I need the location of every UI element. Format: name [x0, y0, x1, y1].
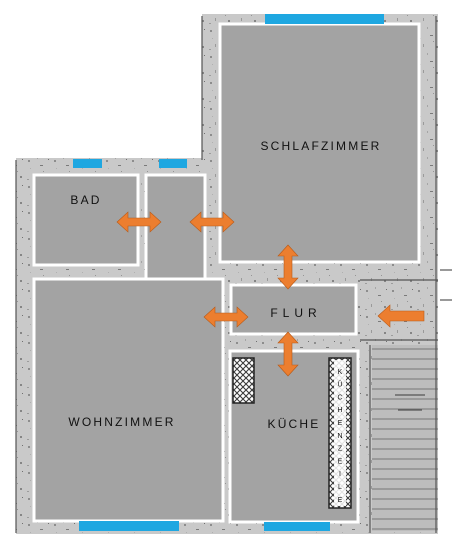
entrance-arrow-icon [377, 304, 425, 328]
room-wohnzimmer [32, 277, 225, 523]
window-kueche [264, 522, 330, 531]
kuechenzeile-letter: Ü [337, 381, 342, 389]
double-arrow-icon [277, 331, 299, 377]
kuechenzeile-letter: E [338, 420, 343, 427]
label-schlafzimmer: SCHLAFZIMMER [260, 139, 381, 153]
double-arrow-icon [203, 306, 249, 328]
kuechenzeile-letter: N [337, 433, 342, 440]
kuechenzeile-letter: H [337, 407, 342, 414]
kuechenzeile-letter: Z [338, 446, 343, 453]
kuechenzeile-letter: C [337, 394, 342, 401]
kuechenzeile-letter: L [338, 484, 342, 491]
label-bad: BAD [70, 193, 101, 207]
label-kueche: KÜCHE [267, 417, 320, 431]
double-arrow-icon [116, 211, 162, 233]
room-flur [229, 283, 358, 336]
room-schlafzimmer [218, 22, 421, 264]
double-arrow-icon [277, 244, 299, 290]
kuechenzeile-letter: I [339, 471, 341, 478]
door-arrows [116, 211, 425, 377]
window-bad [73, 159, 102, 168]
window-wohnzimmer [79, 521, 179, 531]
kuechenzeile-letter: E [338, 497, 343, 504]
scan-lines [15, 16, 452, 533]
kitchen-counter-label-backing [334, 360, 346, 506]
kitchen-cabinet [232, 357, 255, 404]
kuechenzeile-letter: E [338, 458, 343, 465]
double-arrow-icon [189, 211, 235, 233]
stair-area [372, 345, 438, 531]
windows [73, 14, 384, 531]
label-flur: FLUR [270, 306, 321, 320]
label-wohnzimmer: WOHNZIMMER [68, 415, 175, 429]
window-corridor [159, 159, 187, 168]
window-schlafzimmer [265, 14, 384, 24]
kuechenzeile-letter: K [338, 369, 343, 376]
